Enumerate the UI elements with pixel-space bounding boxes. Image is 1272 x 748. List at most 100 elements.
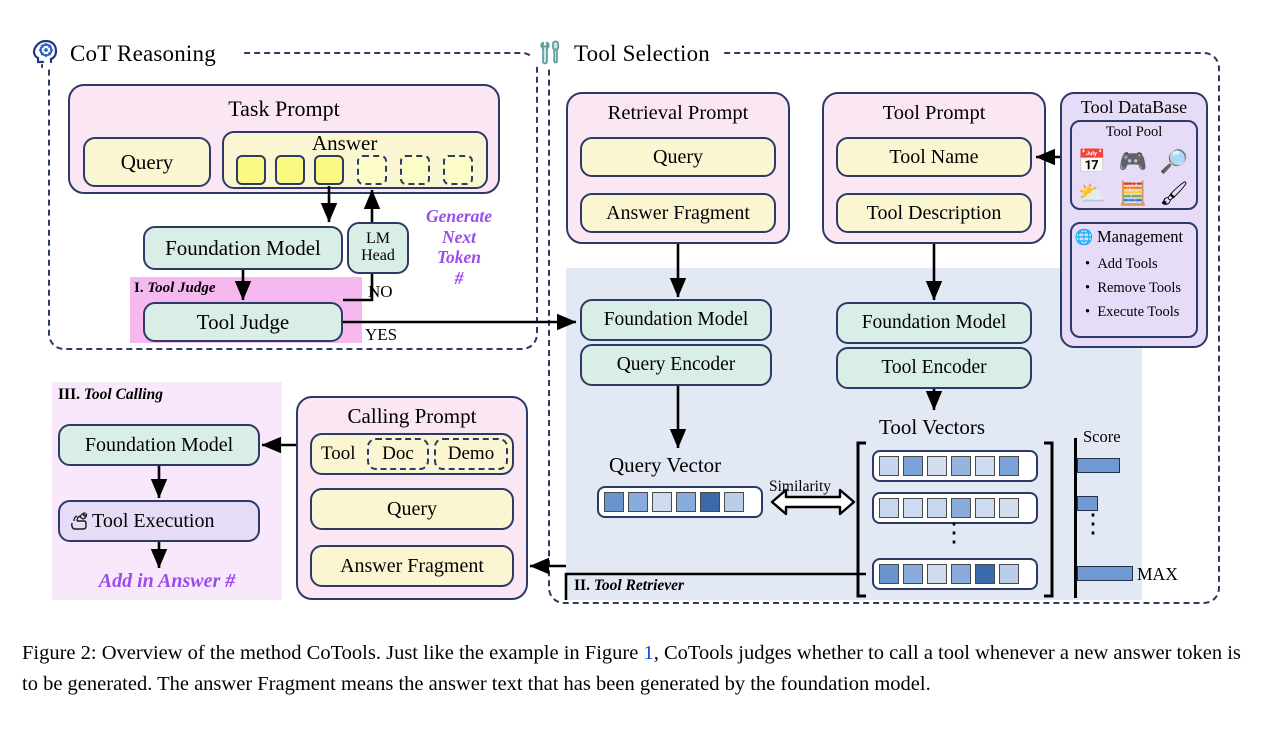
vector-cell — [927, 456, 947, 476]
query-encoder-box: Query Encoder — [580, 344, 772, 386]
answer-token-pending — [443, 155, 473, 185]
vector-cell — [724, 492, 744, 512]
stage-label-tool-calling: III. Tool Calling — [58, 386, 163, 404]
tool-encoder-box: Tool Encoder — [836, 347, 1032, 389]
branch-no-label: NO — [368, 282, 393, 301]
tool-execution-label: Tool Execution — [92, 509, 215, 532]
stage-label-tool-judge: I. Tool Judge — [134, 280, 216, 297]
caption-prefix: Figure 2: — [22, 642, 97, 664]
score-bar — [1077, 458, 1120, 473]
stage-number: II. — [574, 577, 594, 594]
answer-token-pending — [400, 155, 430, 185]
figure-caption: Figure 2: Overview of the method CoTools… — [22, 638, 1252, 700]
max-label: MAX — [1137, 564, 1178, 584]
tool-calling-panel — [52, 382, 282, 600]
calling-foundation-model-box: Foundation Model — [58, 424, 260, 466]
vector-cell — [951, 498, 971, 518]
lm-head-line2: Head — [361, 247, 395, 264]
score-bar — [1077, 496, 1098, 511]
score-axis-line — [1074, 438, 1077, 598]
answer-label: Answer — [312, 131, 378, 155]
vector-cell — [927, 498, 947, 518]
tool-selection-region — [548, 52, 1220, 604]
task-prompt-query-box: Query — [83, 137, 211, 187]
management-item: • Execute Tools — [1085, 304, 1180, 320]
tool-label: Tool — [321, 443, 356, 464]
foundation-model-label: Foundation Model — [861, 311, 1007, 333]
vector-cell — [975, 564, 995, 584]
item-label: Query — [653, 145, 703, 168]
foundation-model-label: Foundation Model — [165, 235, 321, 260]
tool-judge-label: Tool Judge — [196, 309, 290, 334]
globe-icon: 🌐 — [1074, 229, 1094, 246]
hand-wrench-icon — [68, 510, 90, 532]
tool-prompt-item-tool-name: Tool Name — [836, 137, 1032, 177]
management-item: • Add Tools — [1085, 256, 1158, 272]
brain-head-gear-icon — [30, 36, 62, 68]
management-item-label: Add Tools — [1097, 256, 1158, 272]
score-axis-label: Score — [1083, 427, 1121, 446]
vector-cell — [975, 456, 995, 476]
score-bar-max — [1077, 566, 1133, 581]
score-ellipsis: ⋮ — [1080, 509, 1106, 538]
vector-cell — [879, 456, 899, 476]
tool-encoder-label: Tool Encoder — [881, 356, 987, 378]
tool-prompt-item-tool-description: Tool Description — [836, 193, 1032, 233]
image-search-icon: 🔎 — [1159, 148, 1189, 174]
foundation-model-label: Foundation Model — [603, 308, 749, 330]
management-title: Management — [1097, 227, 1184, 246]
retrieval-prompt-item-query: Query — [580, 137, 776, 177]
answer-fragment-label: Answer Fragment — [340, 554, 484, 577]
add-in-answer-label: Add in Answer # — [98, 570, 236, 592]
demo-label: Demo — [447, 443, 495, 465]
vector-cell — [628, 492, 648, 512]
caption-part1: Overview of the method CoTools. Just lik… — [96, 642, 644, 664]
cot-reasoning-title: CoT Reasoning — [64, 41, 222, 67]
item-label: Tool Name — [889, 145, 979, 168]
vector-cell — [951, 564, 971, 584]
branch-yes-label: YES — [365, 325, 398, 344]
tool-judge-box: Tool Judge — [143, 302, 343, 342]
calendar-icon: 📅 — [1077, 148, 1107, 174]
vector-cell — [999, 564, 1019, 584]
generate-next-token-note: Generate Next Token # — [404, 206, 514, 289]
stage-name: Tool Retriever — [593, 577, 685, 594]
foundation-model-label: Foundation Model — [84, 433, 234, 456]
calling-prompt-title: Calling Prompt — [347, 404, 477, 428]
tool-vector-row — [872, 558, 1038, 590]
stage-name: Tool Judge — [147, 280, 216, 296]
item-label: Answer Fragment — [606, 201, 750, 224]
query-vector — [597, 486, 763, 518]
calling-prompt-query-box: Query — [310, 488, 514, 530]
similarity-label: Similarity — [769, 478, 831, 495]
note-line-4: # — [454, 267, 464, 288]
vector-cell — [604, 492, 624, 512]
vector-cell — [999, 456, 1019, 476]
vector-cell — [927, 564, 947, 584]
tool-database-title: Tool DataBase — [1080, 97, 1188, 117]
tool-vectors-label: Tool Vectors — [879, 415, 986, 439]
retrieval-prompt-item-answer-fragment: Answer Fragment — [580, 193, 776, 233]
figure-1-reference-link[interactable]: 1 — [643, 642, 654, 664]
item-label: Tool Description — [866, 201, 1002, 224]
lm-head-line1: LM — [366, 230, 390, 248]
answer-token — [236, 155, 266, 185]
vector-cell — [879, 498, 899, 518]
tool-vector-row — [872, 450, 1038, 482]
tool-execution-box: Tool Execution — [58, 500, 260, 542]
cot-reasoning-region — [48, 52, 538, 350]
game-controller-icon: 🎮 — [1118, 148, 1148, 174]
wrench-screwdriver-icon — [534, 36, 568, 70]
calling-prompt-answer-fragment-box: Answer Fragment — [310, 545, 514, 587]
vector-cell — [652, 492, 672, 512]
note-line-3: Token — [436, 247, 482, 268]
stage-name: Tool Calling — [83, 386, 163, 403]
caption-part2: , CoTools judges whether to call a tool … — [22, 642, 1241, 695]
tool-selection-title: Tool Selection — [568, 41, 716, 67]
management-item-label: Execute Tools — [1097, 304, 1180, 320]
vector-cell — [879, 564, 899, 584]
retrieval-prompt-title: Retrieval Prompt — [607, 102, 749, 124]
note-line-1: Generate — [425, 206, 493, 226]
lm-head-box: LM Head — [347, 222, 409, 274]
demo-chip: Demo — [434, 438, 508, 470]
